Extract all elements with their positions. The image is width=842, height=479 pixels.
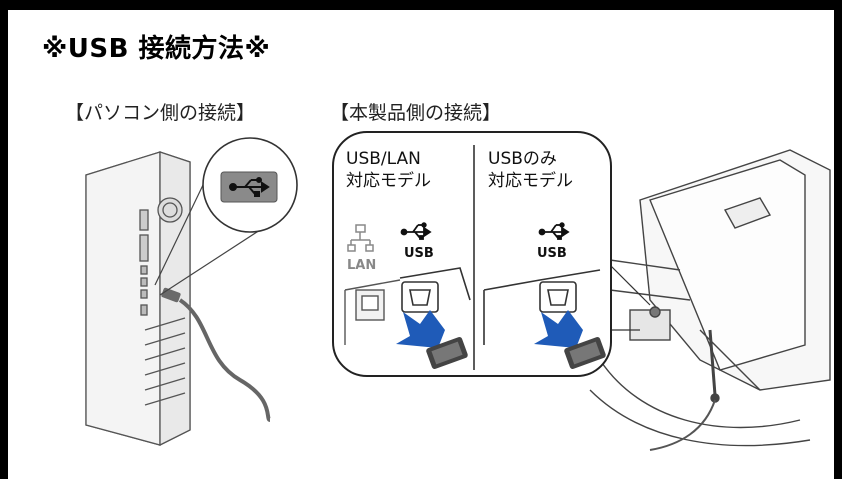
usb-lan-model-label: USB/LAN 対応モデル — [346, 148, 431, 192]
usb-port-left — [399, 267, 471, 313]
page-title: ※USB 接続方法※ — [42, 34, 271, 64]
usb-text-left: USB — [404, 246, 434, 261]
printer-illustration — [589, 149, 831, 451]
usb-b-plug-right — [564, 337, 606, 369]
pc-tower-illustration — [85, 151, 191, 447]
insert-arrow-left — [396, 310, 445, 348]
usb-lan-line2: 対応モデル — [346, 171, 431, 191]
usb-icon-left — [400, 222, 432, 240]
usb-text-right: USB — [537, 246, 567, 261]
usb-icon-right — [538, 222, 570, 240]
usb-lan-line1: USB/LAN — [346, 149, 421, 169]
usb-port-right — [483, 269, 601, 345]
lan-port — [344, 279, 401, 345]
usb-only-model-label: USBのみ 対応モデル — [488, 148, 573, 192]
usb-icon — [229, 177, 270, 197]
usb-b-plug-left — [426, 337, 468, 369]
insert-arrow-right — [534, 310, 583, 348]
usb-only-line1: USBのみ — [488, 149, 557, 169]
product-bubble — [332, 131, 612, 377]
usb-only-line2: 対応モデル — [488, 171, 573, 191]
pc-side-heading: 【パソコン側の接続】 — [65, 102, 256, 124]
product-side-heading: 【本製品側の接続】 — [330, 102, 502, 124]
lan-text: LAN — [347, 258, 377, 273]
network-icon — [347, 224, 374, 252]
